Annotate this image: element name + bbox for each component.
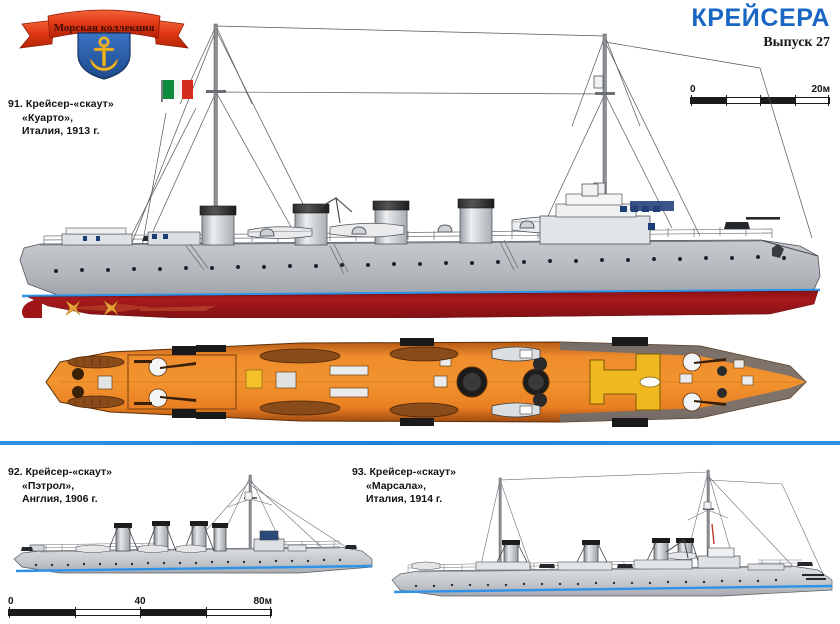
porthole-row-93 — [414, 578, 778, 588]
anchor-icon — [89, 36, 119, 72]
funnel-2 — [292, 203, 330, 246]
deck-hatches — [329, 355, 452, 398]
figure-92-side-profile — [0, 455, 380, 590]
funnels-92 — [114, 521, 228, 552]
scale-bottom-label-80: 80м — [253, 596, 272, 607]
scale-top-label-0: 0 — [690, 84, 696, 95]
funnel-3 — [372, 200, 410, 245]
waterline-92 — [15, 564, 373, 573]
scale-bottom-label-40: 40 — [134, 596, 146, 607]
figure-91-caption: 91. Крейсер-«скаут» «Куарто», Италия, 19… — [8, 98, 114, 139]
deck-crane — [309, 197, 353, 224]
ships-boat-mid — [329, 222, 405, 238]
aft-gun-mounts — [134, 357, 196, 408]
bridge-plan-block — [589, 353, 661, 411]
figure-93-side-profile — [382, 458, 840, 608]
figure-91-side-profile — [0, 8, 840, 318]
deck-marker — [245, 369, 263, 389]
deck-structures-93 — [411, 547, 785, 571]
scale-top-bar — [690, 95, 830, 106]
ships-boat-aft — [247, 226, 313, 239]
guns-93 — [539, 562, 826, 580]
deck-vents — [259, 220, 535, 237]
midship-deckhouse-aft — [147, 231, 201, 246]
funnel-openings — [456, 357, 550, 407]
caption-93-line-1: 93. Крейсер-«скаут» — [352, 466, 456, 478]
foremast-93 — [498, 477, 502, 577]
magazine-emblem: Морская коллекция — [8, 2, 198, 80]
scale-bar-bottom: 0 40 80м — [8, 596, 272, 618]
caption-91-line-1: 91. Крейсер-«скаут» — [8, 98, 114, 110]
waterline-93 — [393, 584, 833, 594]
emblem-banner-text: Морская коллекция — [54, 22, 155, 34]
scale-bottom-label-0: 0 — [8, 596, 14, 607]
porthole-row — [54, 255, 786, 273]
issue-number: Выпуск 27 — [763, 35, 830, 50]
caption-93-line-2: «Марсала», — [366, 479, 427, 492]
funnel-1 — [199, 205, 237, 246]
hull-underwater — [27, 290, 819, 318]
stern-boats — [67, 355, 125, 409]
figure-92-caption: 92. Крейсер-«скаут» «Пэтрол», Англия, 19… — [8, 466, 112, 507]
hull-side-starboard — [560, 342, 806, 382]
guns-92 — [21, 545, 357, 551]
scale-bar-top: 0 20м — [690, 84, 830, 106]
stern-hatches — [72, 368, 113, 398]
bow-anchor-icon — [772, 244, 784, 258]
side-fittings — [172, 337, 648, 427]
forward-gun — [724, 217, 780, 229]
accommodation-ladders — [185, 239, 519, 275]
deck-boats-long — [259, 346, 459, 418]
aft-deckhouse — [61, 227, 133, 246]
caption-93-line-3: Италия, 1914 г. — [366, 493, 443, 505]
deck-hatch-1 — [275, 371, 297, 389]
caption-92-line-1: 92. Крейсер-«скаут» — [8, 466, 112, 478]
porthole-row-92 — [34, 558, 342, 567]
page-title: КРЕЙСЕРА Выпуск 27 — [691, 4, 830, 51]
midship-boats — [491, 346, 541, 418]
forecastle-hatches — [679, 359, 754, 386]
scale-bottom-bar — [8, 607, 272, 618]
bridge-structure — [539, 183, 674, 245]
mast-92 — [248, 474, 252, 558]
hull-upper — [19, 239, 821, 301]
forward-gun-mounts — [682, 352, 727, 412]
figure-93-caption: 93. Крейсер-«скаут» «Марсала», Италия, 1… — [352, 466, 456, 507]
deck-crane-93 — [665, 539, 689, 559]
hull-side-port — [560, 382, 806, 422]
scale-top-label-20: 20м — [811, 84, 830, 95]
magazine-title: КРЕЙСЕРА — [691, 4, 830, 32]
caption-92-line-2: «Пэтрол», — [22, 479, 75, 492]
deck-structures-92 — [29, 530, 307, 553]
caption-91-line-2: «Куарто», — [22, 111, 74, 124]
section-divider — [0, 441, 840, 445]
italian-flag-icon — [161, 80, 193, 102]
caption-92-line-3: Англия, 1906 г. — [22, 493, 98, 505]
funnel-4 — [457, 198, 495, 244]
rudder-and-propellers — [22, 300, 215, 318]
waterline — [21, 288, 821, 298]
caption-91-line-3: Италия, 1913 г. — [22, 125, 100, 137]
figure-91-deck-plan — [0, 326, 840, 438]
